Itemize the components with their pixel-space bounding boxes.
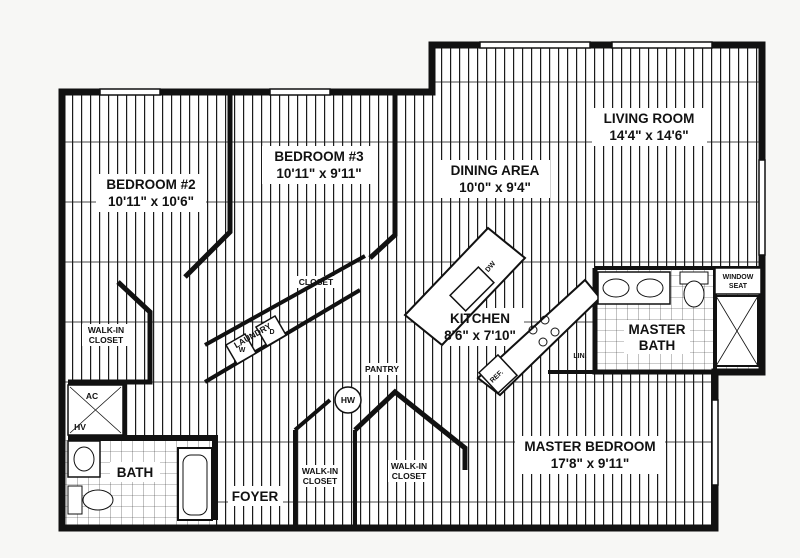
water-heater-label: HW (341, 395, 356, 405)
foyer-name: FOYER (232, 489, 279, 504)
walkin-closet-left-line1: WALK-IN (302, 466, 338, 476)
pantry-name: PANTRY (365, 364, 399, 374)
window-seat-line1: WINDOW (723, 274, 754, 281)
master-bedroom-name: MASTER BEDROOM (524, 439, 655, 454)
master-bath-name-line2: BATH (639, 338, 676, 353)
bedroom-2-name: BEDROOM #2 (106, 177, 195, 192)
walkin-closet-left-line2: CLOSET (303, 476, 338, 486)
kitchen-island (403, 226, 527, 347)
water-heater (334, 386, 362, 414)
master-bedroom-size: 17'8" x 9'11" (551, 456, 630, 471)
ac-label: AC (86, 391, 98, 401)
mechanical-closet (67, 384, 124, 436)
walkin-closet-bed2-line2: CLOSET (89, 335, 124, 345)
dryer-label: D (269, 329, 274, 336)
washer-label: W (239, 347, 246, 354)
hv-label: HV (74, 422, 86, 432)
walkin-closet-right-line2: CLOSET (392, 471, 427, 481)
dining-area-size: 10'0" x 9'4" (459, 180, 531, 195)
bedroom-3-size: 10'11" x 9'11" (276, 166, 361, 181)
dining-area-name: DINING AREA (451, 163, 540, 178)
master-bath-name-line1: MASTER (629, 322, 686, 337)
walkin-closet-bed2-line1: WALK-IN (88, 325, 124, 335)
walkin-closet-right-line1: WALK-IN (391, 461, 427, 471)
kitchen-size: 8'6" x 7'10" (444, 328, 516, 343)
linen-label: LIN. (573, 353, 586, 360)
windows (99, 41, 766, 486)
living-room-name: LIVING ROOM (604, 111, 695, 126)
window-seat-line2: SEAT (729, 283, 748, 290)
living-room-size: 14'4" x 14'6" (609, 128, 688, 143)
closet-name: CLOSET (299, 277, 334, 287)
bath-name: BATH (117, 465, 154, 480)
master-bath-fixtures (597, 267, 762, 367)
laundry-machines (224, 314, 288, 366)
bath-fixtures (67, 440, 213, 521)
bedroom-2-size: 10'11" x 10'6" (108, 194, 194, 209)
bedroom-3-name: BEDROOM #3 (274, 149, 364, 164)
kitchen-name: KITCHEN (450, 311, 510, 326)
